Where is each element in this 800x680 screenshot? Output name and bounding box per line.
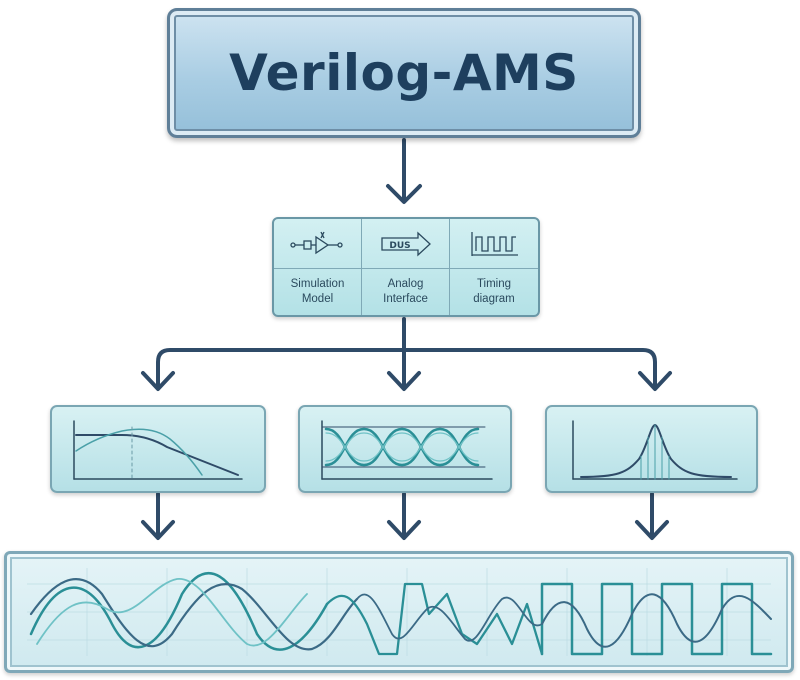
module-label-cell-timing: Timing diagram (450, 269, 538, 315)
arrowhead-branch-right (638, 371, 672, 391)
mixed-signal-waveform-icon (27, 568, 773, 656)
arrowhead-left-to-wave (141, 520, 175, 540)
eye-diagram-chart-icon (321, 420, 493, 480)
arrowhead-title-to-modules (386, 184, 422, 204)
module-label-timing: Timing diagram (473, 278, 515, 305)
gaussian-distribution-chart-icon (572, 420, 738, 480)
module-panel: DUS Simulation Model Analog Interface Ti… (272, 217, 540, 317)
module-label-cell-analog: Analog Interface (362, 269, 450, 315)
arrowhead-branch-center (387, 371, 421, 391)
module-label-simulation: Simulation Model (290, 278, 345, 305)
arrowhead-right-to-wave (635, 520, 669, 540)
bus-arrow-icon: DUS (380, 231, 431, 256)
title-box: Verilog-AMS (167, 8, 641, 138)
module-icon-cell-analog: DUS (362, 219, 450, 269)
module-label-cell-simulation: Simulation Model (274, 269, 362, 315)
module-label-analog: Analog Interface (383, 278, 428, 305)
arrowhead-branch-left (141, 371, 175, 391)
square-wave-icon (471, 231, 518, 256)
diagram-title: Verilog-AMS (229, 44, 579, 102)
frequency-response-chart-icon (73, 420, 243, 480)
arrowhead-center-to-wave (387, 520, 421, 540)
output-box-right (545, 405, 758, 493)
output-box-left (50, 405, 266, 493)
waveform-panel (4, 551, 794, 673)
output-box-center (298, 405, 512, 493)
bus-icon-text: DUS (389, 241, 410, 251)
module-icon-cell-simulation (274, 219, 362, 269)
module-icon-cell-timing (450, 219, 538, 269)
arrow-branch-bus (156, 348, 657, 388)
amplifier-circuit-icon (289, 231, 343, 254)
